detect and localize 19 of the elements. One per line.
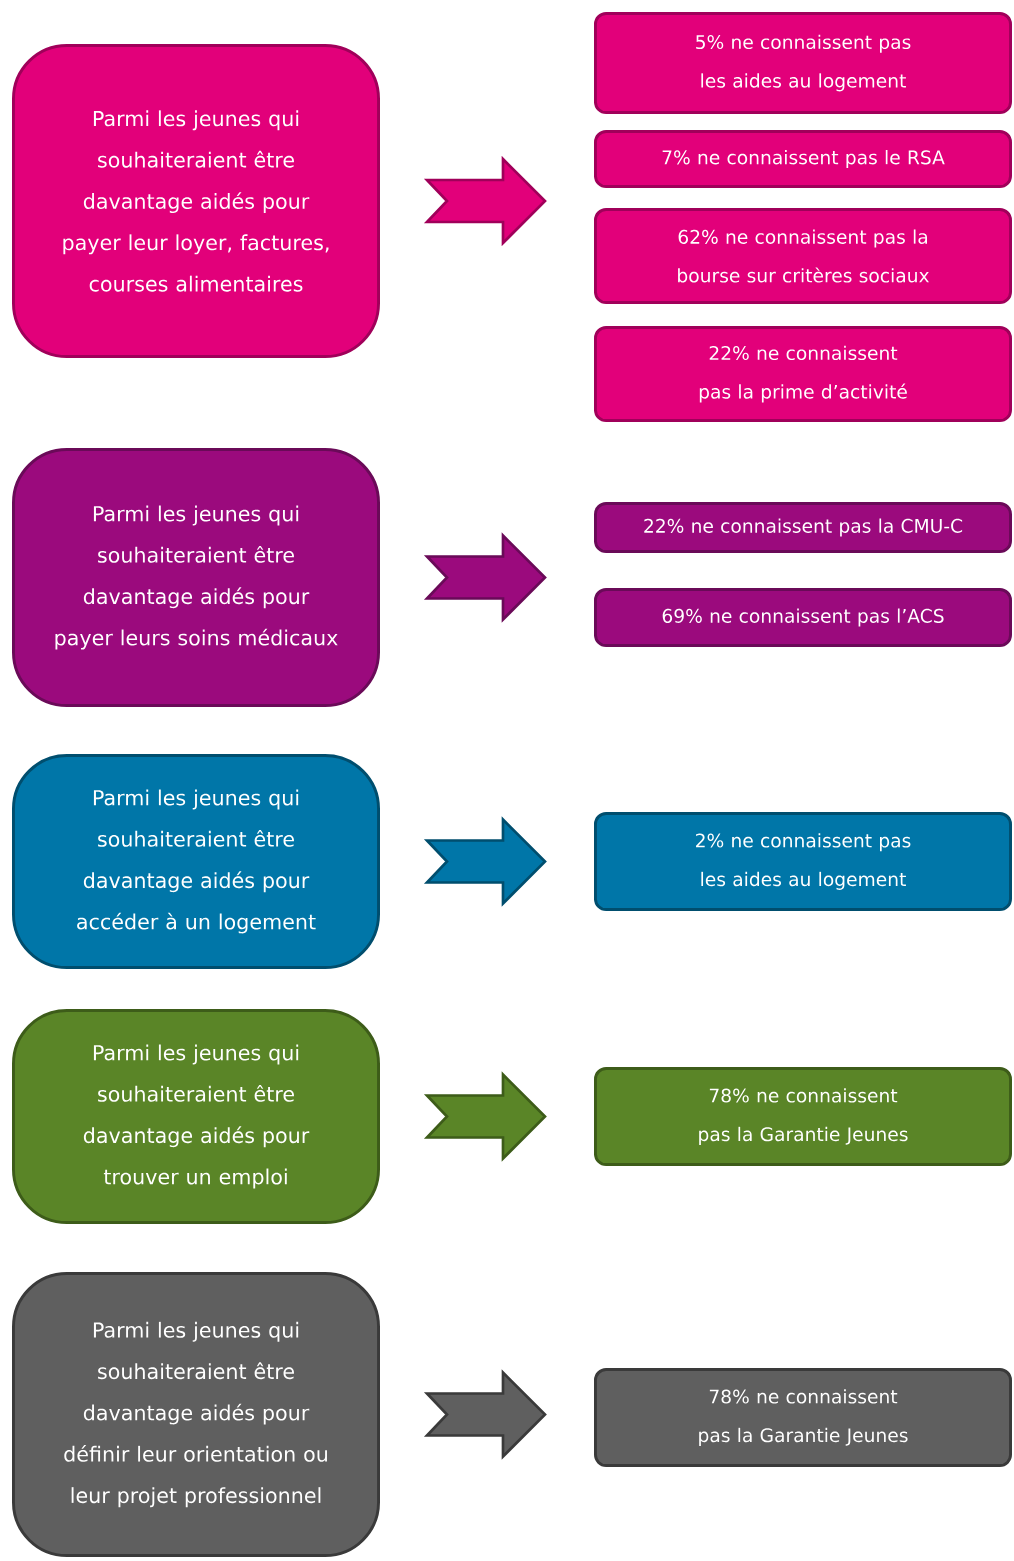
info-box: Parmi les jeunes qui souhaiteraient être davantage aidés pour accéder à un logement bbox=[12, 754, 380, 969]
info-box: Parmi les jeunes qui souhaiteraient être davantage aidés pour définir leur orientation ou leur projet professionnel bbox=[12, 1272, 380, 1557]
chevron-arrow bbox=[423, 155, 547, 247]
chevron-arrow bbox=[423, 1071, 547, 1162]
chevron-arrow bbox=[423, 1369, 547, 1460]
stat-box: 78% ne connaissent pas la Garantie Jeunes bbox=[594, 1067, 1012, 1166]
info-box: Parmi les jeunes qui souhaiteraient être davantage aidés pour payer leur loyer, factures, courses alimentaires bbox=[12, 44, 380, 358]
stat-box: 78% ne connaissent pas la Garantie Jeunes bbox=[594, 1368, 1012, 1467]
chevron-arrow bbox=[423, 532, 547, 623]
stat-box: 22% ne connaissent pas la prime d’activité bbox=[594, 326, 1012, 422]
stat-box: 22% ne connaissent pas la CMU-C bbox=[594, 502, 1012, 553]
stat-box: 69% ne connaissent pas l’ACS bbox=[594, 588, 1012, 647]
stat-box: 5% ne connaissent pas les aides au logement bbox=[594, 12, 1012, 114]
stat-box: 7% ne connaissent pas le RSA bbox=[594, 130, 1012, 188]
stat-box: 2% ne connaissent pas les aides au logement bbox=[594, 812, 1012, 911]
info-box: Parmi les jeunes qui souhaiteraient être davantage aidés pour payer leurs soins médicaux bbox=[12, 448, 380, 707]
chevron-arrow bbox=[423, 816, 547, 907]
stat-box: 62% ne connaissent pas la bourse sur critères sociaux bbox=[594, 208, 1012, 304]
info-box: Parmi les jeunes qui souhaiteraient être davantage aidés pour trouver un emploi bbox=[12, 1009, 380, 1224]
